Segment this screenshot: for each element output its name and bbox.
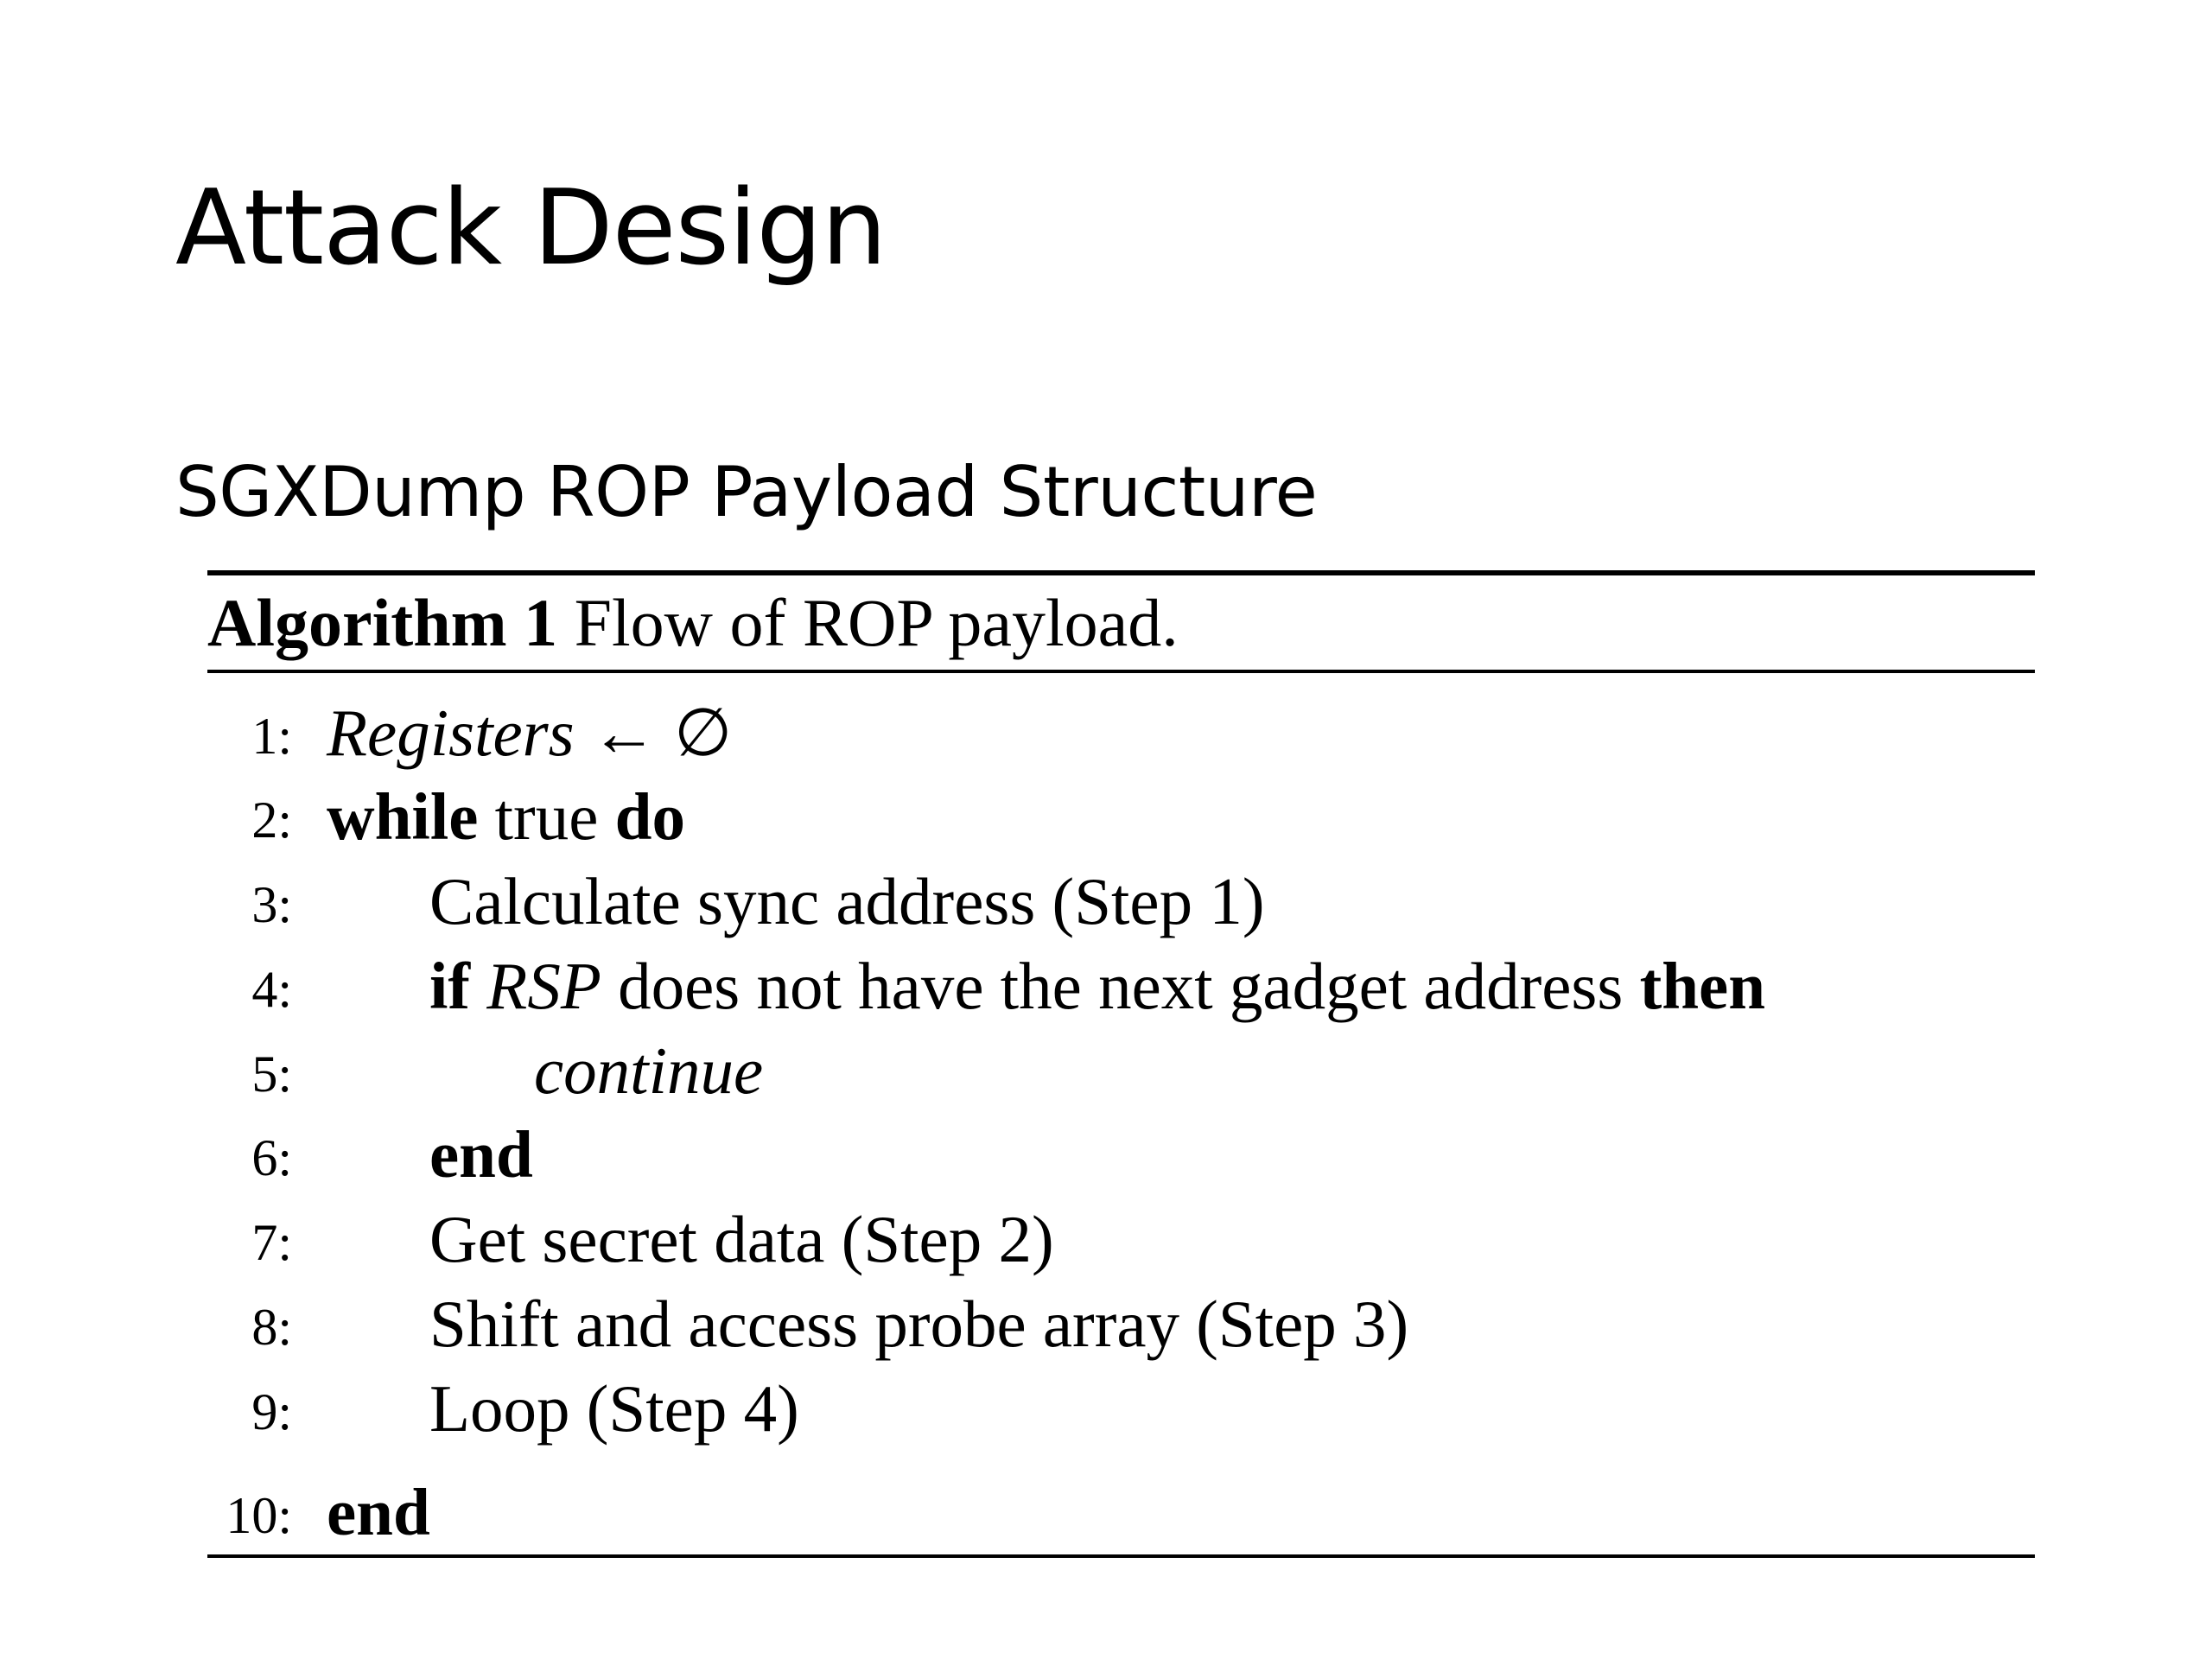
algorithm-caption-text: Flow of ROP payload.	[557, 585, 1179, 660]
variable-registers: Registers	[327, 696, 575, 770]
empty-set-symbol: ∅	[674, 696, 733, 770]
keyword-then: then	[1639, 949, 1766, 1023]
line-content: Registers ← ∅	[327, 700, 732, 766]
algorithm-line-1: 1: Registers ← ∅	[207, 700, 2035, 778]
keyword-while: while	[327, 779, 479, 854]
line-content: Shift and access probe array (Step 3)	[429, 1287, 1409, 1361]
algorithm-line-4: 4: if RSP does not have the next gadget …	[207, 953, 2035, 1031]
line-number: 4:	[251, 961, 292, 1018]
slide-title: Attack Design	[175, 168, 887, 289]
line-number: 7:	[251, 1214, 292, 1271]
algorithm-middle-rule	[207, 670, 2035, 673]
slide-subtitle: SGXDump ROP Payload Structure	[175, 452, 1318, 532]
algorithm-line-9: 9: Loop (Step 4)	[207, 1376, 2035, 1453]
line-content: continue	[534, 1038, 763, 1104]
line-content: end	[429, 1122, 533, 1188]
line-number: 1:	[251, 708, 292, 765]
assign-arrow: ←	[574, 696, 675, 770]
algorithm-caption: Algorithm 1 Flow of ROP payload.	[207, 589, 1179, 657]
variable-rsp: RSP	[486, 949, 601, 1023]
line-number: 9:	[251, 1383, 292, 1440]
line-content: Calculate sync address (Step 1)	[429, 864, 1265, 938]
algorithm-box: Algorithm 1 Flow of ROP payload. 1: Regi…	[207, 570, 2035, 1560]
line-text: true	[478, 779, 615, 854]
line-text	[470, 949, 486, 1023]
line-number: 6:	[251, 1129, 292, 1186]
algorithm-label: Algorithm 1	[207, 585, 558, 660]
line-content: Get secret data (Step 2)	[429, 1202, 1054, 1276]
line-number: 5:	[251, 1046, 292, 1103]
variable-continue: continue	[534, 1033, 764, 1108]
algorithm-line-8: 8: Shift and access probe array (Step 3)	[207, 1291, 2035, 1369]
algorithm-line-3: 3: Calculate sync address (Step 1)	[207, 868, 2035, 946]
algorithm-line-6: 6: end	[207, 1122, 2035, 1199]
keyword-end: end	[429, 1117, 533, 1192]
algorithm-line-5: 5: continue	[207, 1038, 2035, 1116]
line-number: 10:	[226, 1487, 292, 1544]
algorithm-top-rule	[207, 570, 2035, 575]
algorithm-line-7: 7: Get secret data (Step 2)	[207, 1206, 2035, 1284]
algorithm-line-2: 2: while true do	[207, 784, 2035, 861]
algorithm-bottom-rule	[207, 1554, 2035, 1558]
line-content: while true do	[327, 784, 685, 850]
line-number: 3:	[251, 876, 292, 933]
keyword-do: do	[614, 779, 685, 854]
line-text: does not have the next gadget address	[601, 949, 1640, 1023]
line-number: 8:	[251, 1299, 292, 1356]
keyword-end: end	[327, 1475, 430, 1549]
keyword-if: if	[429, 949, 471, 1023]
line-number: 2:	[251, 791, 292, 849]
line-content: end	[327, 1479, 430, 1546]
line-content: if RSP does not have the next gadget add…	[429, 953, 1765, 1020]
algorithm-line-10: 10: end	[207, 1479, 2035, 1557]
line-content: Loop (Step 4)	[429, 1371, 799, 1446]
